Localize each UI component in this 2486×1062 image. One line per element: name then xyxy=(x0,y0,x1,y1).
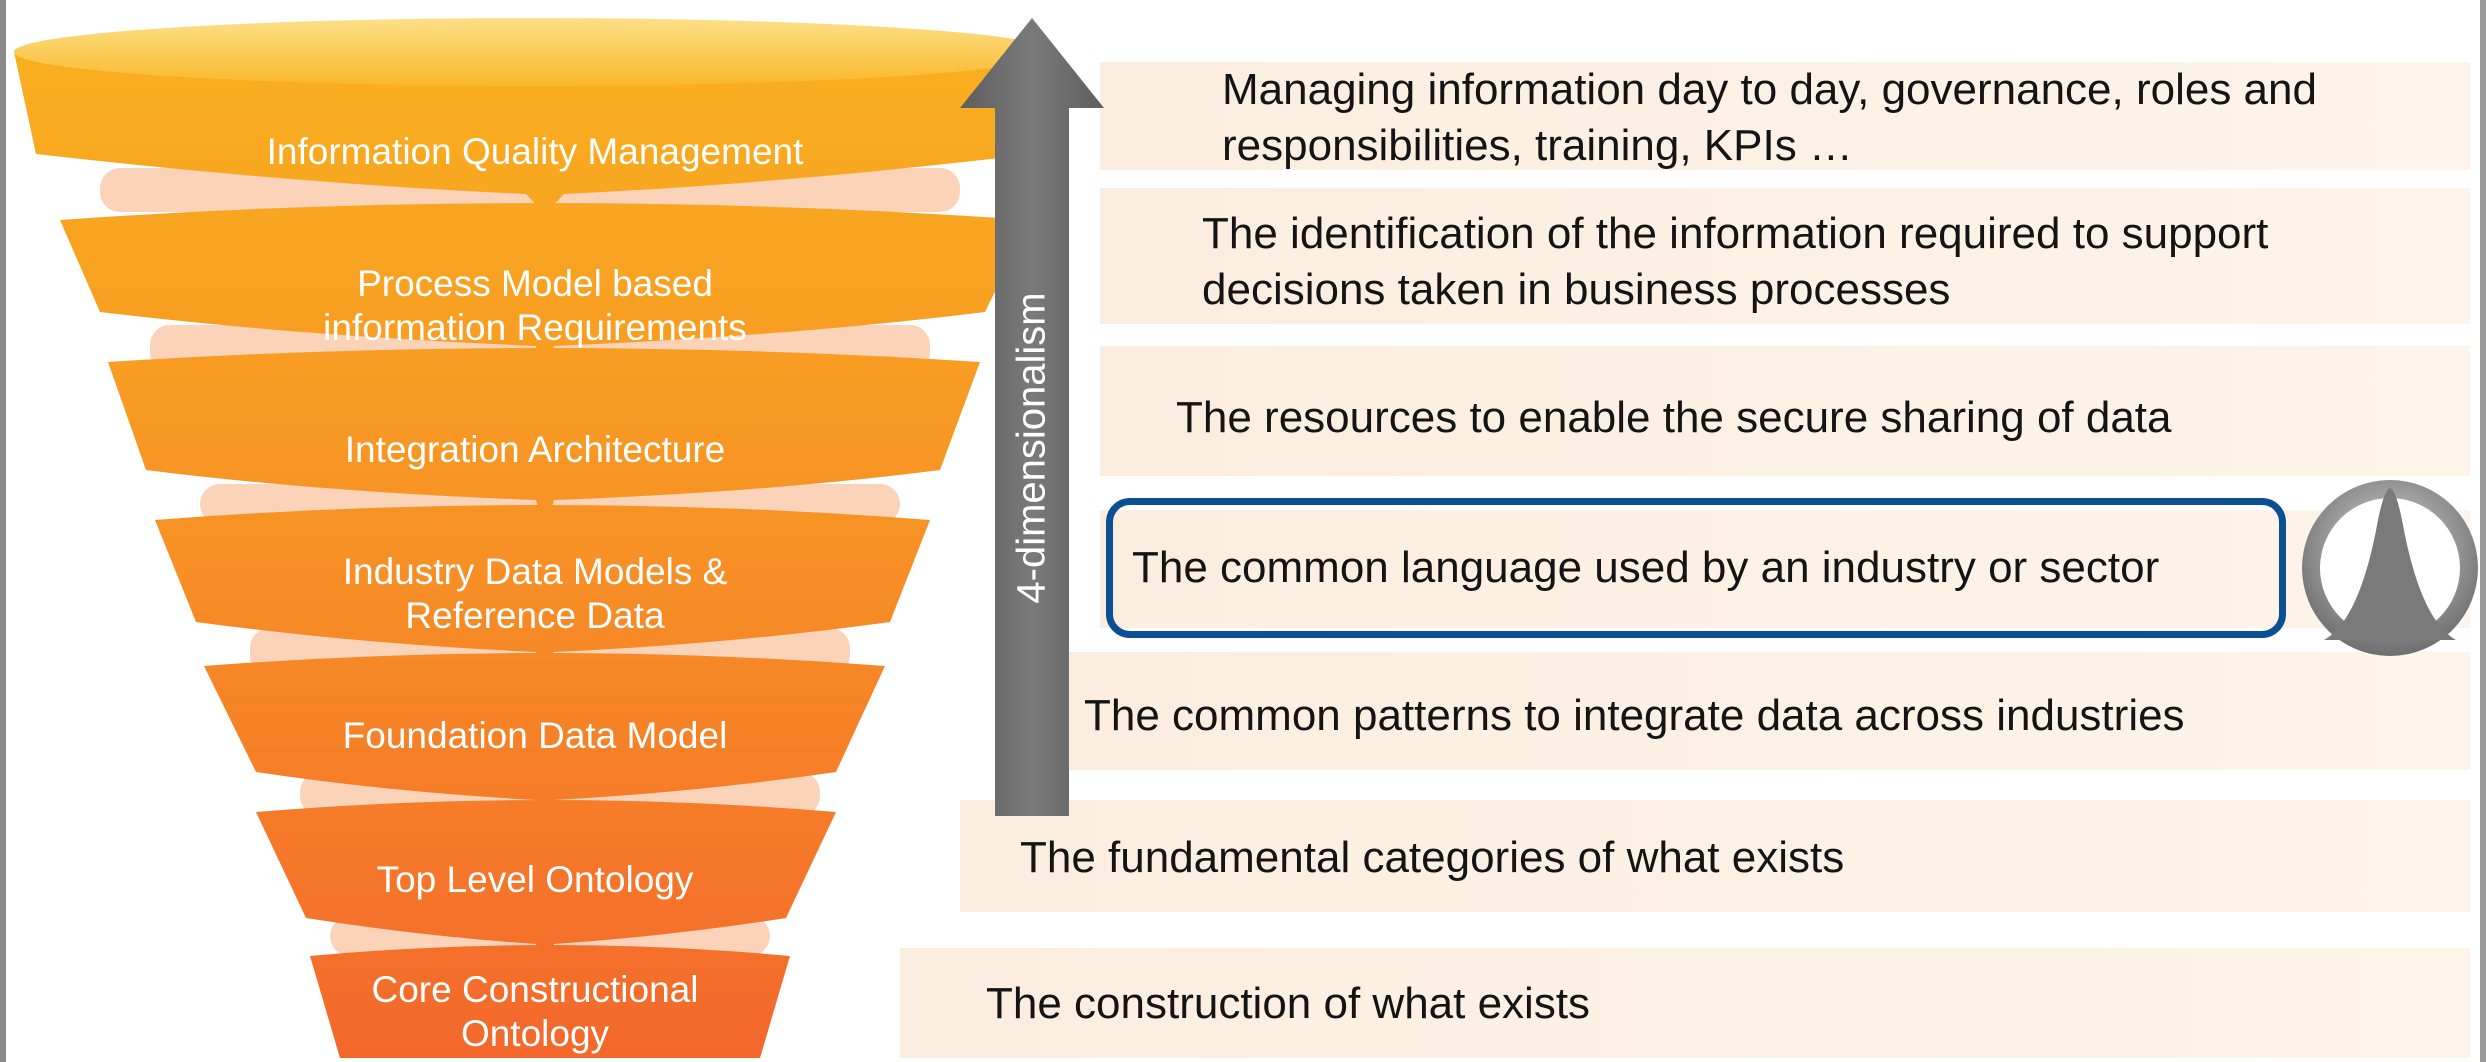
funnel-label-6: Top Level Ontology xyxy=(140,858,930,902)
description-5: The common patterns to integrate data ac… xyxy=(1084,688,2185,744)
funnel-label-line: Industry Data Models & xyxy=(342,551,728,592)
funnel-label-4: Industry Data Models & Reference Data xyxy=(140,550,930,638)
circular-peak-logo-icon xyxy=(2302,480,2478,656)
funnel-label-2: Process Model based information Requirem… xyxy=(140,262,930,350)
left-frame-border xyxy=(0,0,6,1062)
funnel-layer-3 xyxy=(108,348,980,530)
description-7: The construction of what exists xyxy=(986,976,1590,1032)
band-row-1 xyxy=(1100,62,2470,170)
band-row-3 xyxy=(1100,346,2470,476)
highlight-box xyxy=(1106,498,2286,638)
funnel-label-line: Integration Architecture xyxy=(344,429,726,470)
band-row-6 xyxy=(960,800,2470,912)
funnel-label-line: Ontology xyxy=(460,1013,610,1054)
funnel-layer-1 xyxy=(14,52,1055,214)
description-line: The construction of what exists xyxy=(986,979,1591,1028)
description-6: The fundamental categories of what exist… xyxy=(1020,830,1844,886)
description-4: The common language used by an industry … xyxy=(1132,540,2159,596)
funnel-label-7: Core Constructional Ontology xyxy=(140,968,930,1056)
funnel-label-line: Core Constructional xyxy=(371,969,699,1010)
upward-arrow xyxy=(960,18,1104,816)
description-line: decisions taken in business processes xyxy=(1202,265,1951,314)
description-line: The identification of the information re… xyxy=(1202,209,2269,258)
funnel-layer-2 xyxy=(60,203,1030,378)
funnel-label-line: Process Model based xyxy=(357,263,713,304)
funnel-layer-6 xyxy=(256,800,836,968)
funnel-layer-7 xyxy=(310,945,790,1058)
band-row-2 xyxy=(1100,188,2470,324)
funnel-top-rim xyxy=(14,18,1054,86)
axis-label: 4-dimensionalism xyxy=(1009,292,1054,604)
description-line: The fundamental categories of what exist… xyxy=(1020,833,1845,882)
description-3: The resources to enable the secure shari… xyxy=(1176,390,2172,446)
funnel-label-line: information Requirements xyxy=(323,307,747,348)
funnel-layer-4 xyxy=(155,505,930,680)
description-1: Managing information day to day, governa… xyxy=(1222,62,2317,174)
description-line: The resources to enable the secure shari… xyxy=(1176,393,2172,442)
description-2: The identification of the information re… xyxy=(1202,206,2268,318)
description-line: Managing information day to day, governa… xyxy=(1222,65,2317,114)
funnel-layer-5 xyxy=(204,653,885,826)
funnel-label-line: Reference Data xyxy=(405,595,665,636)
description-line: responsibilities, training, KPIs … xyxy=(1222,121,1853,170)
description-line: The common language used by an industry … xyxy=(1132,543,2160,592)
band-row-4 xyxy=(1100,510,2470,628)
right-frame-border xyxy=(2480,0,2486,1062)
funnel-label-3: Integration Architecture xyxy=(140,428,930,472)
funnel-label-line: Information Quality Management xyxy=(266,131,804,172)
funnel-label-1: Information Quality Management xyxy=(140,130,930,174)
funnel-label-line: Top Level Ontology xyxy=(376,859,694,900)
description-line: The common patterns to integrate data ac… xyxy=(1084,691,2185,740)
band-row-7 xyxy=(900,948,2470,1058)
band-row-5 xyxy=(1060,652,2470,770)
funnel-label-5: Foundation Data Model xyxy=(140,714,930,758)
funnel-label-line: Foundation Data Model xyxy=(342,715,728,756)
